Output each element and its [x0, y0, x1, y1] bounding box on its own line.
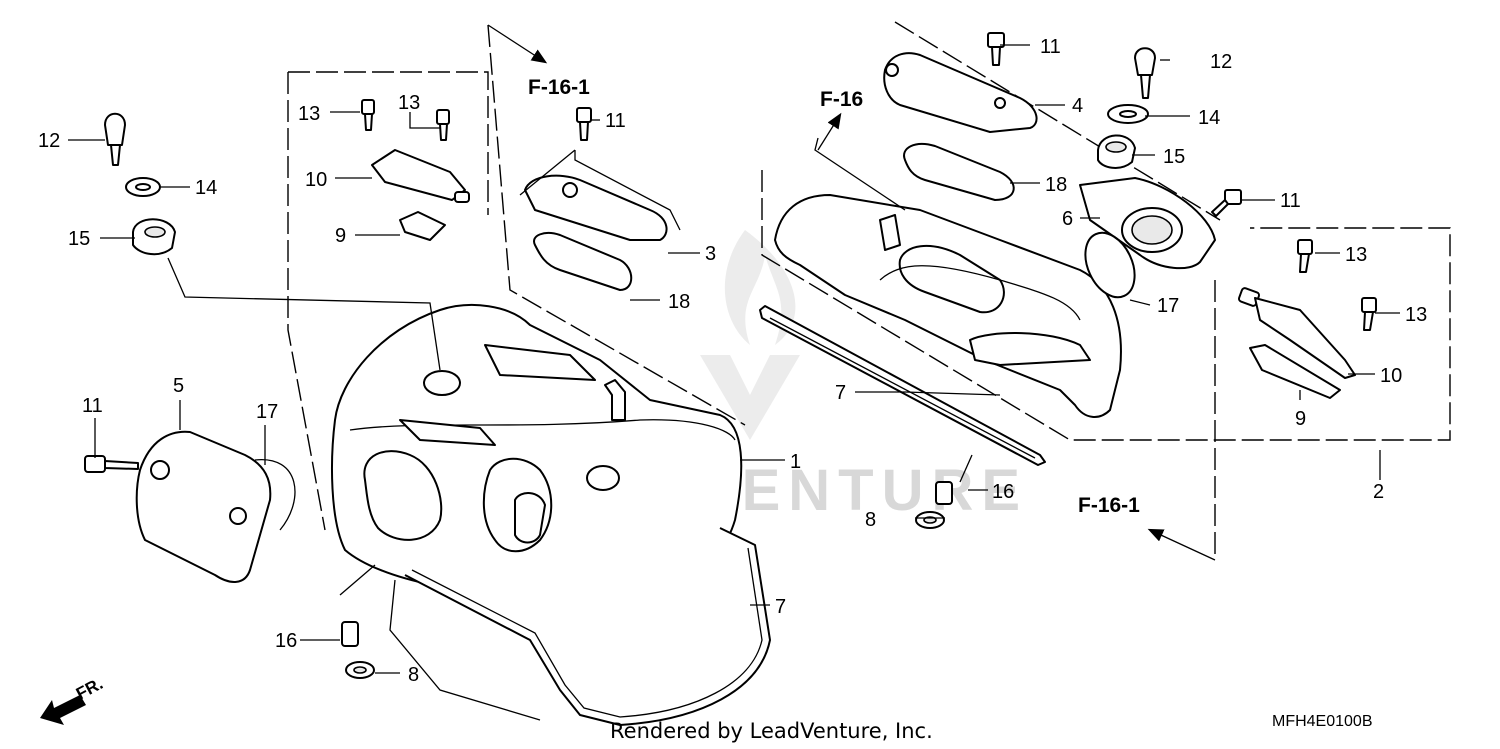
gasket-18-right: [903, 142, 1015, 201]
bolts-13-right: [1297, 239, 1377, 331]
grommet-8-right: [915, 511, 945, 529]
callout-17-right: 17: [1157, 295, 1179, 317]
leaders: [68, 44, 1400, 674]
callout-6: 6: [1062, 208, 1073, 230]
bolts-13-left: [361, 99, 450, 141]
callout-4: 4: [1072, 95, 1083, 117]
ref-f16-1-bottom: F-16-1: [1078, 494, 1140, 517]
front-arrow: FR.: [40, 674, 106, 725]
diagram-code: MFH4E0100B: [1272, 713, 1373, 730]
cover-6: [1079, 177, 1216, 270]
gasket-7-right: [759, 305, 1046, 466]
callout-7-right: 7: [835, 382, 846, 404]
callouts: 12 14 15 5 11 17 13 13 10 9 11 3 18 1 7 …: [38, 36, 1427, 686]
callout-8-right: 8: [865, 509, 876, 531]
reference-labels: F-16-1 F-16 F-16-1: [528, 76, 1140, 517]
callout-3: 3: [705, 243, 716, 265]
head-cover-gasket-left: [389, 527, 771, 726]
left-head-frame: [287, 24, 746, 531]
washer-14-right: [1107, 104, 1149, 124]
callout-18-right: 18: [1045, 174, 1067, 196]
screw-12-right: [1134, 47, 1156, 99]
bolt-11-upper-left: [576, 107, 592, 141]
callout-15-right: 15: [1163, 146, 1185, 168]
callout-10-left: 10: [305, 169, 327, 191]
callout-13-right-b: 13: [1405, 304, 1427, 326]
callout-16-left: 16: [275, 630, 297, 652]
side-cover-left: [135, 430, 296, 583]
breather-tube-10-left: [371, 149, 470, 203]
callout-10-right: 10: [1380, 365, 1402, 387]
reference-arrows: [487, 24, 1216, 561]
cover-3: [524, 174, 668, 241]
ref-f16: F-16: [820, 88, 863, 111]
callout-12-right: 12: [1210, 51, 1232, 73]
callout-1: 1: [790, 451, 801, 473]
footer-credit: Rendered by LeadVenture, Inc.: [610, 719, 933, 743]
grommet-15-right: [1097, 134, 1136, 169]
bolt-11-left: [84, 455, 139, 473]
callout-12-left: 12: [38, 130, 60, 152]
grommet-15-left: [132, 218, 176, 256]
callout-11-top-right: 11: [1040, 36, 1061, 58]
bolt-11-right: [1211, 189, 1242, 217]
ref-f16-1-top: F-16-1: [528, 76, 590, 99]
callout-2: 2: [1373, 481, 1384, 503]
bolt-11-top-right: [987, 32, 1005, 66]
callout-18-left: 18: [668, 291, 690, 313]
plate-9-left: [399, 211, 446, 241]
collar-16-right: [935, 481, 953, 505]
callout-7-left: 7: [775, 596, 786, 618]
callout-16-right: 16: [992, 481, 1014, 503]
cylinder-head-cover-right: [774, 194, 1122, 418]
collar-16-left: [341, 621, 359, 647]
grommet-8-left: [345, 661, 375, 679]
callout-11-left: 11: [82, 395, 103, 417]
gasket-18-left: [533, 232, 633, 291]
screw-12-left: [104, 112, 126, 166]
callout-9-right: 9: [1295, 408, 1306, 430]
callout-17-left: 17: [256, 401, 278, 423]
right-head-frame: [761, 21, 1451, 560]
callout-5: 5: [173, 375, 184, 397]
cylinder-head-cover-left: [331, 304, 743, 597]
callout-11-right: 11: [1280, 190, 1301, 212]
cover-4: [883, 52, 1038, 133]
callout-14-left: 14: [195, 177, 217, 199]
washer-14-left: [125, 177, 161, 197]
callout-9-left: 9: [335, 225, 346, 247]
callout-15-left: 15: [68, 228, 90, 250]
breather-tube-10-right: [1237, 287, 1356, 379]
callout-13-left-b: 13: [398, 92, 420, 114]
callout-8-left: 8: [408, 664, 419, 686]
plate-9-right: [1249, 344, 1341, 399]
callout-14-right: 14: [1198, 107, 1220, 129]
callout-11-upper-left: 11: [605, 110, 626, 132]
callout-13-right-a: 13: [1345, 244, 1367, 266]
callout-13-left-a: 13: [298, 103, 320, 125]
oring-17-right: [1084, 231, 1136, 299]
